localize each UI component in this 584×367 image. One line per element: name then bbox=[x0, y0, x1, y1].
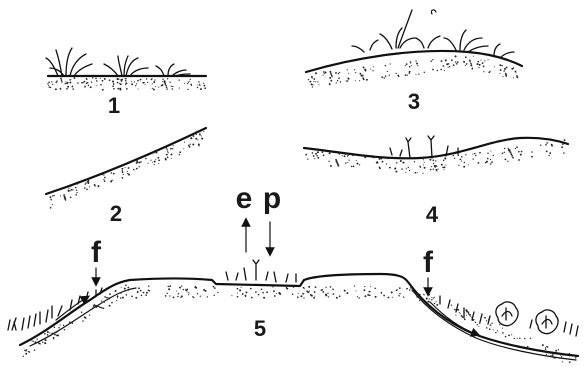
panel-2-label: 2 bbox=[110, 201, 122, 226]
panel-5-label: 5 bbox=[254, 316, 266, 341]
panel-4: 4 bbox=[304, 136, 568, 227]
panel-5: e p f f 5 bbox=[8, 182, 578, 363]
panel-5-soil-stipple bbox=[23, 284, 577, 362]
panel-1: 1 bbox=[46, 48, 206, 118]
panel-5-soil-layer-right bbox=[412, 290, 576, 360]
panel-1-label: 1 bbox=[108, 93, 120, 118]
panel-4-label: 4 bbox=[426, 202, 439, 227]
panel-3-ground-line bbox=[306, 51, 522, 72]
panel-5-embankment-profile bbox=[20, 274, 578, 356]
flow-label-right: f bbox=[423, 246, 434, 279]
panel-2-slope-line bbox=[46, 128, 206, 194]
panel-5-runoff-arrow-right bbox=[430, 302, 476, 334]
panel-3-soil-stipple bbox=[308, 55, 519, 87]
panel-2-soil-stipple bbox=[50, 131, 205, 209]
panel-5-crest-plants bbox=[226, 260, 296, 282]
evaporation-label: e bbox=[236, 182, 253, 215]
panel-3: 3 bbox=[306, 10, 522, 114]
precipitation-label: p bbox=[263, 182, 281, 215]
panel-1-grass-tufts bbox=[46, 48, 190, 76]
panel-5-soil-layer-left bbox=[30, 288, 136, 346]
panel-5-shrub-1 bbox=[496, 302, 518, 326]
flow-label-left: f bbox=[91, 236, 102, 269]
panel-3-label: 3 bbox=[408, 89, 420, 114]
panel-4-ground-line bbox=[304, 138, 568, 159]
panel-5-shrub-2 bbox=[536, 310, 558, 334]
panel-1-soil-stipple bbox=[47, 77, 206, 91]
panel-2: 2 bbox=[46, 128, 206, 226]
